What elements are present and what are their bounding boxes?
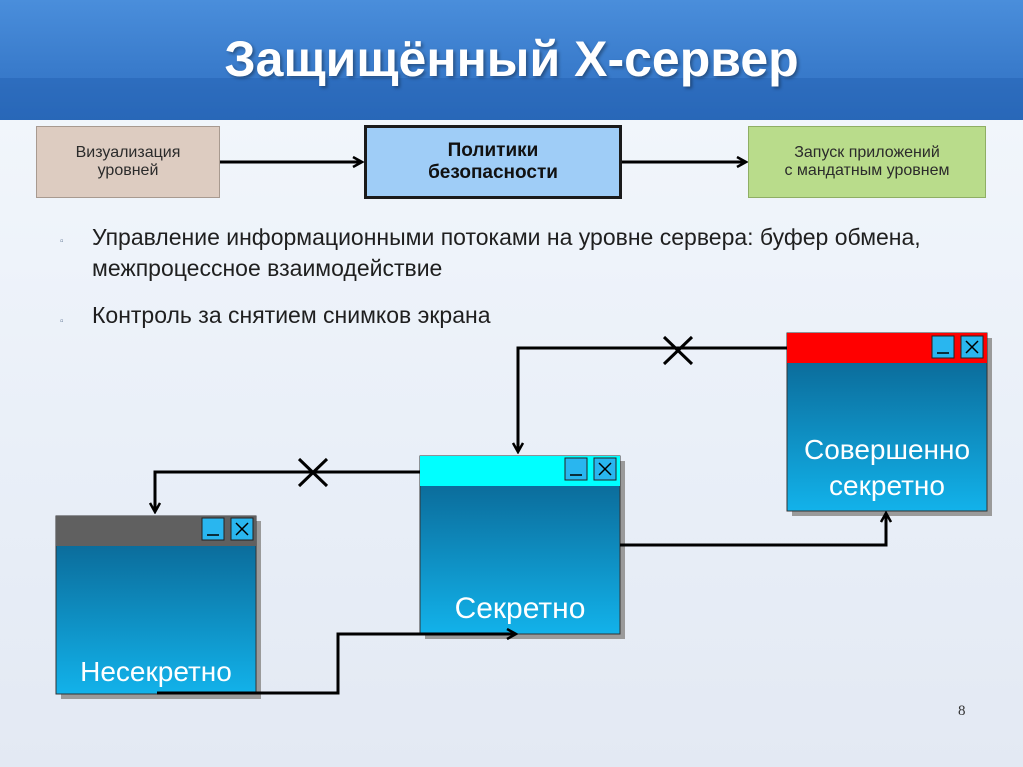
mandatory-launch-box: Запуск приложений с мандатным уровнем (748, 126, 986, 198)
minimize-button (564, 457, 588, 481)
unclassified-window (55, 515, 257, 695)
security-policies-box: Политики безопасности (364, 125, 622, 199)
top-secret-window (786, 332, 988, 512)
secret-label: Секретно (454, 592, 586, 625)
top-secret-label: Совершенно секретно (803, 434, 971, 501)
top-secret-titlebar (787, 333, 987, 363)
close-button (593, 457, 617, 481)
bullet-marker-2: ▫ (60, 316, 64, 327)
flow-secret-to-top-secret (620, 513, 886, 547)
unclassified-titlebar (56, 516, 256, 546)
flow-unclassified-to-secret (157, 634, 516, 695)
blocked-cross-icon (297, 457, 329, 488)
page-number: 8 (958, 703, 966, 719)
blocked-flow-top-secret-to-secret (518, 346, 787, 452)
minimize-button (931, 335, 955, 359)
close-button (230, 517, 254, 541)
close-button (960, 335, 984, 359)
bullet-text-2: Контроль за снятием снимков экрана (92, 302, 491, 328)
minimize-button (201, 517, 225, 541)
slide-title: Защищённый X-сервер (224, 31, 799, 87)
visualization-levels-box: Визуализация уровней (36, 126, 220, 198)
secret-window (419, 455, 621, 635)
blocked-flow-secret-to-unclassified (155, 470, 420, 512)
bullet-text-1: Управление информационными потоками на у… (92, 224, 921, 281)
title-banner (0, 0, 1023, 120)
blocked-cross-icon (662, 335, 694, 366)
unclassified-label: Несекретно (80, 656, 232, 687)
secret-titlebar (420, 456, 620, 486)
bullet-marker-1: ▫ (60, 236, 64, 247)
